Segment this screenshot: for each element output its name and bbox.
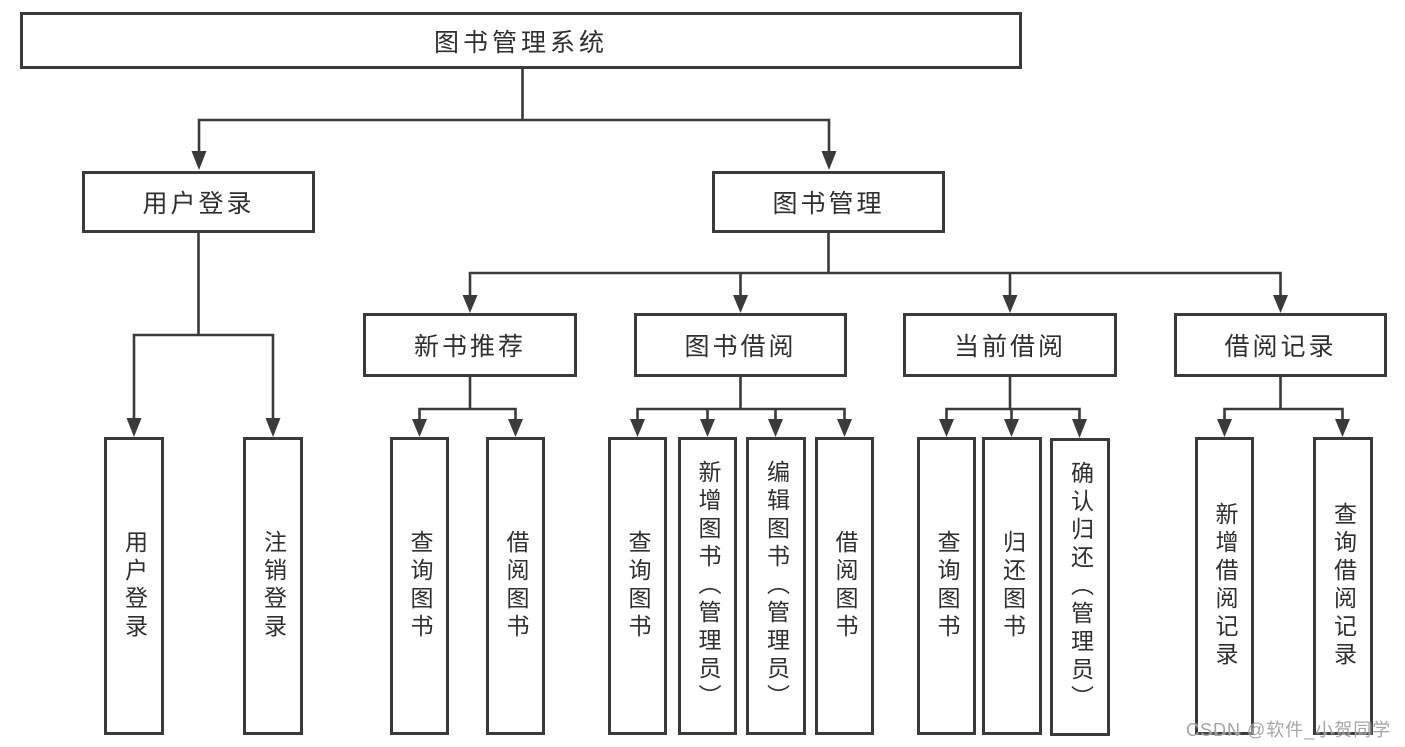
node-book-management-label: 图书管理 bbox=[772, 190, 885, 218]
leaf-confirm-return: 确认归还（管理员） bbox=[1050, 438, 1110, 736]
node-book-borrow: 图书借阅 bbox=[634, 313, 847, 377]
node-root-label: 图书管理系统 bbox=[433, 28, 608, 57]
leaf-add-borrow-record-label: 新增借阅记录 bbox=[1212, 502, 1238, 670]
leaf-add-book: 新增图书（管理员） bbox=[678, 437, 737, 735]
leaf-borrow-book-2-label: 借阅图书 bbox=[832, 530, 858, 642]
node-book-borrow-label: 图书借阅 bbox=[684, 333, 797, 361]
leaf-query-book-2: 查询图书 bbox=[608, 437, 667, 735]
node-user-login-label: 用户登录 bbox=[142, 190, 255, 218]
leaf-confirm-return-label: 确认归还（管理员） bbox=[1067, 461, 1094, 713]
connector-bookborrow-to-leaves bbox=[636, 377, 846, 421]
node-borrow-record-label: 借阅记录 bbox=[1224, 333, 1337, 361]
leaf-edit-book-label: 编辑图书（管理员） bbox=[763, 460, 790, 712]
node-borrow-record: 借阅记录 bbox=[1174, 313, 1387, 377]
connector-root-to-level2 bbox=[197, 68, 831, 153]
node-current-borrow: 当前借阅 bbox=[903, 313, 1117, 377]
node-root: 图书管理系统 bbox=[20, 12, 1022, 69]
leaf-query-book-1: 查询图书 bbox=[390, 437, 449, 735]
node-current-borrow-label: 当前借阅 bbox=[953, 333, 1066, 361]
node-book-management: 图书管理 bbox=[712, 171, 945, 233]
connector-userlogin-to-leaves bbox=[132, 233, 275, 420]
leaf-return-book-label: 归还图书 bbox=[999, 530, 1026, 642]
leaf-user-login: 用户登录 bbox=[104, 437, 164, 735]
leaf-user-login-label: 用户登录 bbox=[121, 530, 148, 642]
leaf-logout-label: 注销登录 bbox=[260, 530, 287, 642]
leaf-query-book-1-label: 查询图书 bbox=[407, 530, 433, 642]
leaf-logout: 注销登录 bbox=[243, 437, 303, 735]
leaf-borrow-book-1: 借阅图书 bbox=[486, 437, 545, 735]
leaf-query-book-3-label: 查询图书 bbox=[934, 530, 960, 642]
leaf-borrow-book-2: 借阅图书 bbox=[815, 437, 874, 735]
leaf-borrow-book-1-label: 借阅图书 bbox=[503, 530, 529, 642]
node-new-book-recommend-label: 新书推荐 bbox=[413, 333, 526, 361]
leaf-query-borrow-record-label: 查询借阅记录 bbox=[1330, 502, 1357, 670]
connector-borrowrecord-to-leaves bbox=[1223, 377, 1344, 421]
connector-newbook-to-leaves bbox=[418, 377, 517, 421]
leaf-return-book: 归还图书 bbox=[982, 437, 1042, 735]
leaf-add-borrow-record: 新增借阅记录 bbox=[1195, 437, 1254, 735]
connector-currentborrow-to-leaves bbox=[945, 377, 1081, 421]
node-new-book-recommend: 新书推荐 bbox=[363, 313, 577, 377]
leaf-add-book-label: 新增图书（管理员） bbox=[695, 460, 721, 712]
node-user-login: 用户登录 bbox=[82, 171, 315, 233]
connector-bookmgmt-to-level3 bbox=[468, 233, 1282, 297]
leaf-query-borrow-record: 查询借阅记录 bbox=[1313, 437, 1373, 735]
leaf-edit-book: 编辑图书（管理员） bbox=[746, 437, 806, 735]
leaf-query-book-2-label: 查询图书 bbox=[625, 530, 651, 642]
csdn-watermark: CSDN @软件_小贺同学 bbox=[1186, 720, 1392, 740]
leaf-query-book-3: 查询图书 bbox=[917, 437, 976, 735]
